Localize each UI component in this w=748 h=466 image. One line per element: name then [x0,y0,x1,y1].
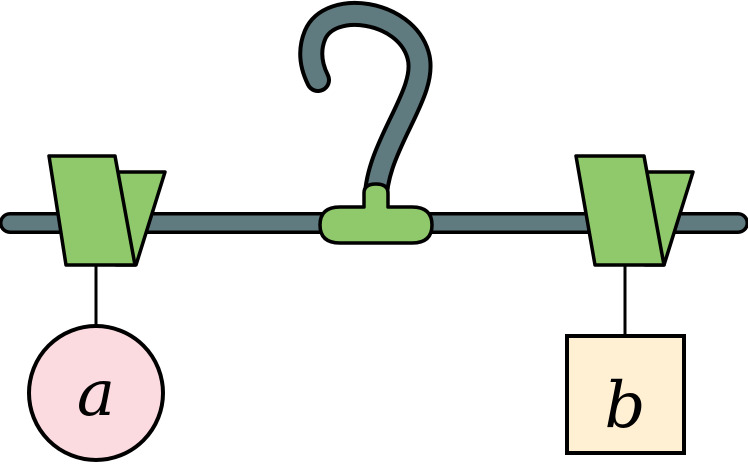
node-a-label: a [77,357,115,431]
center-clip [318,182,434,245]
node-b: b [565,334,686,455]
right-clip [574,154,695,267]
left-clip [47,154,167,267]
hook [298,1,433,223]
node-b-label: b [605,369,646,443]
node-a: a [27,324,165,462]
